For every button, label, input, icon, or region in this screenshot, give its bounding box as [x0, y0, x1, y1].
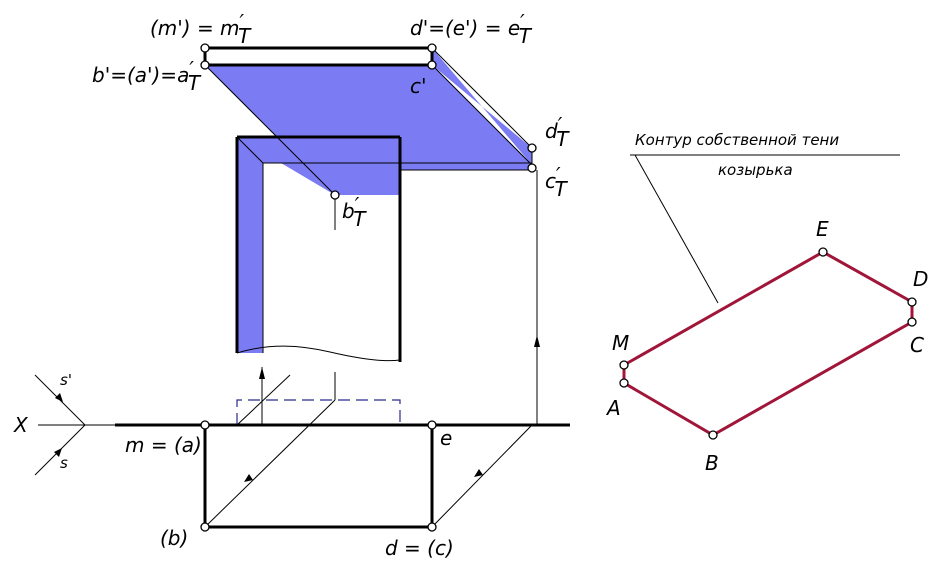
s-arrow: [54, 448, 62, 457]
label-dT: d′T: [545, 113, 570, 151]
label-b-prime: b'=(a')=a′T: [92, 57, 202, 95]
arrow-ray-plan-2: [244, 474, 253, 482]
pt-contour-B: [708, 430, 718, 440]
pt-contour-C: [907, 317, 917, 327]
pt-contour-M: [619, 360, 629, 370]
label-contour-E: E: [816, 217, 829, 241]
wall-upper-shadow: [237, 137, 400, 195]
pt-cT: [527, 163, 537, 173]
wall-shadow: [237, 137, 400, 353]
s-prime-arrow: [55, 393, 63, 402]
label-c-prime: c': [410, 74, 427, 98]
pt-d-c: [427, 522, 437, 532]
callout-leader: [634, 154, 719, 304]
ray-plan-1: [236, 374, 291, 426]
label-d-c: d = (c): [385, 536, 454, 560]
pt-dT: [527, 143, 537, 153]
ray-plan-3: [431, 424, 533, 528]
label-axis-x: X: [13, 413, 29, 437]
label-bT: b′T: [342, 193, 367, 231]
shadow-contour: [622, 250, 914, 437]
label-contour-B: B: [705, 451, 719, 475]
pt-contour-A: [619, 378, 629, 388]
arrow-up-cT: [534, 335, 540, 347]
canopy-plan: [203, 423, 434, 529]
ray-plan-2: [204, 399, 336, 528]
pt-m-a: [200, 420, 210, 430]
label-contour-M: M: [612, 331, 629, 355]
ray-b-bT: [204, 64, 336, 196]
label-contour-D: D: [913, 267, 928, 291]
label-m-a: m = (a): [125, 433, 202, 457]
wall-break-line: [236, 345, 401, 362]
ray-d-dT: [431, 47, 533, 149]
label-e: e: [440, 426, 452, 450]
pt-b: [200, 522, 210, 532]
label-s-prime: s': [60, 371, 72, 389]
arrow-up-wall: [259, 367, 265, 379]
arrow-ray-plan-3: [474, 469, 483, 477]
hidden-wall-outline: [236, 399, 401, 425]
pt-m-prime: [200, 43, 210, 53]
ray-c-cT: [431, 64, 533, 166]
label-contour-C: C: [910, 333, 924, 357]
callout-line1: Контур собственной тени: [635, 131, 839, 149]
label-m-prime: (m') = m′T: [150, 10, 252, 48]
pt-contour-E: [818, 247, 828, 257]
canopy-side-shade-front: [432, 48, 532, 165]
callout-line2: козырька: [718, 161, 793, 179]
label-s: s: [60, 454, 68, 472]
pt-contour-D: [907, 297, 917, 307]
pt-bT: [330, 190, 340, 200]
pt-e: [427, 420, 437, 430]
label-contour-A: A: [605, 396, 621, 420]
label-cT: c′T: [545, 163, 569, 201]
pt-b-prime: [200, 60, 210, 70]
label-d-prime: d'=(e') = e′T: [410, 10, 533, 48]
pt-d-prime: [427, 43, 437, 53]
wall-inner-diag: [236, 136, 264, 164]
pt-c-prime: [427, 60, 437, 70]
label-b: (b): [160, 526, 188, 550]
